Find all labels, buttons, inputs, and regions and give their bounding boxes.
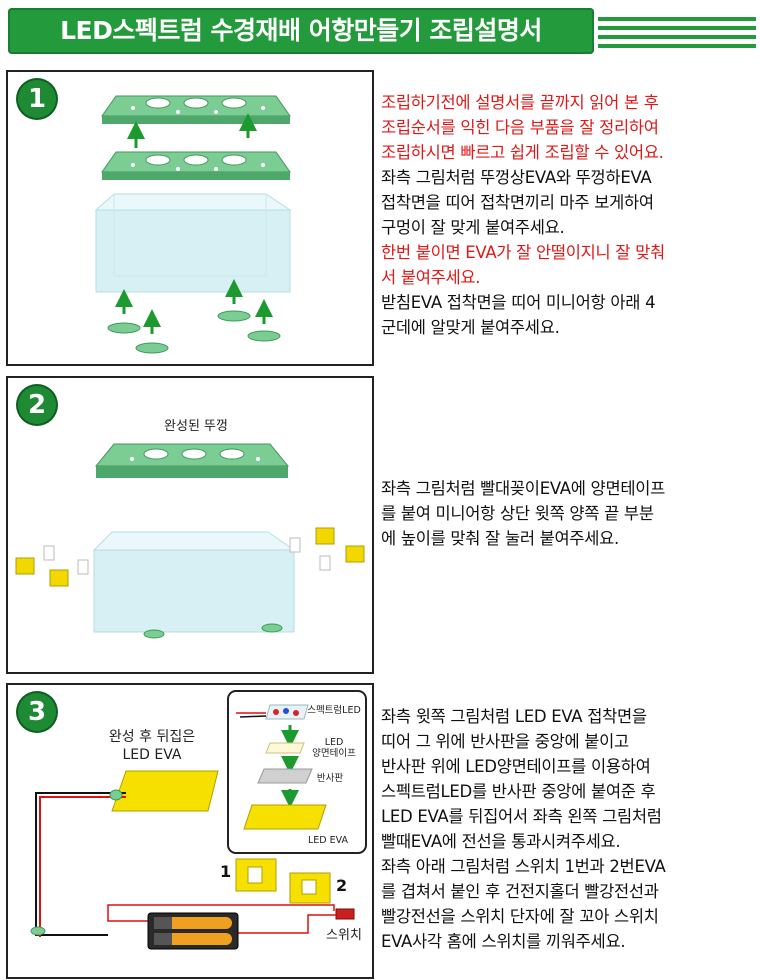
stripe [598,35,756,39]
red-wire [107,904,335,922]
base-eva-feet [107,310,281,354]
instruction-line: 에 높이를 맞춰 잘 눌러 붙여주세요. [381,529,619,548]
step-1-illustration [94,95,292,354]
instruction-line: 를 붙여 미니어항 상단 윗쪽 양쪽 끝 부분 [381,504,654,523]
instruction-line: 조립하기전에 설명서를 끝까지 읽어 본 후 [381,93,659,112]
step-3-number: 3 [18,693,56,731]
switch-eva-part-1 [235,858,277,892]
part-number-1: 1 [220,862,231,881]
decorative-stripes [598,15,756,49]
glass-tank [94,193,292,293]
instruction-line: 한번 붙이면 EVA가 잘 안떨이지니 잘 맞춰 [381,243,665,262]
label-reflector: 반사판 [317,773,343,784]
label-spectrum-led: 스펙트럼LED [307,704,361,716]
switch-label: 스위치 [326,928,362,943]
lid-upper-eva [101,95,291,124]
inset-spectrum-led [236,704,309,720]
part-number-2: 2 [336,876,347,895]
straw-holder-eva-right [289,527,365,571]
instruction-line: 반사판 위에 LED양면테이프를 이용하여 [381,757,651,776]
step-3-instructions: 좌측 윗쪽 그림처럼 LED EVA 접착면을 띠어 그 위에 반사판을 중앙에… [381,704,753,954]
finished-lid [94,443,290,478]
instruction-line: 스펙트럼LED를 반사판 중앙에 붙여준 후 [381,782,656,801]
figure-label-flipped-led-eva: 완성 후 뒤집은 [109,729,195,745]
switch-eva-part-2 [289,872,331,904]
step-2-illustration: 완성된 뚜껑 [15,419,365,639]
stripe [598,26,756,30]
instruction-line: 빨때EVA에 전선을 통과시켜주세요. [381,832,621,851]
step-2-panel: 2 완성된 뚜껑 [6,376,374,674]
step-1-panel: 1 [6,70,374,366]
inset-led-tape [265,742,305,754]
led-wires [30,789,126,937]
figure-label-led-eva: LED EVA [123,747,182,763]
step-2-instructions: 좌측 그림처럼 빨대꽂이EVA에 양면테이프 를 붙여 미니어항 상단 윗쪽 양… [381,476,753,551]
instruction-line: 빨강전선을 스위치 단자에 잘 꼬아 스위치 [381,907,659,926]
instruction-line: 를 겹쳐서 붙인 후 건전지홀더 빨강전선과 [381,882,659,901]
switch-icon [335,908,355,920]
instruction-line: 구멍이 잘 맞게 붙여주세요. [381,218,565,237]
page-title: LED스펙트럼 수경재배 어항만들기 조립설명서 [60,16,542,45]
step-1-instructions: 조립하기전에 설명서를 끝까지 읽어 본 후 조립순서를 익힌 다음 부품을 잘… [381,90,753,340]
instruction-line: 군데에 알맞게 붙여주세요. [381,318,560,337]
instruction-line: EVA사각 홈에 스위치를 끼워주세요. [381,932,626,951]
instruction-line: 접착면을 띠어 접착면끼리 마주 보게하여 [381,193,654,212]
instruction-line: 좌측 아래 그림처럼 스위치 1번과 2번EVA [381,857,666,876]
instruction-line: LED EVA를 뒤집어서 좌측 왼쪽 그림처럼 [381,807,662,826]
instruction-line: 좌측 그림처럼 빨대꽂이EVA에 양면테이프 [381,479,665,498]
instruction-line: 조립순서를 익힌 다음 부품을 잘 정리하여 [381,118,659,137]
instruction-line: 서 붙여주세요. [381,268,481,287]
instruction-line: 받침EVA 접착면을 띠어 미니어항 아래 4 [381,293,656,312]
inset-reflector [257,768,313,784]
led-eva-board [111,770,219,812]
instruction-line: 좌측 윗쪽 그림처럼 LED EVA 접착면을 [381,707,647,726]
step-2-number: 2 [18,386,56,424]
glass-tank [92,531,296,639]
red-wire [238,914,336,934]
straw-holder-eva-left [15,545,89,587]
inset-led-eva [243,804,327,830]
figure-label-finished-lid: 완성된 뚜껑 [164,419,228,434]
battery-holder [147,912,239,950]
step-3-illustration: 완성 후 뒤집은 LED EVA 스펙트럼LED LED 양면테이프 반사판 [30,690,367,950]
step-1-number: 1 [18,80,56,118]
stripe [598,17,756,21]
lid-lower-eva [101,151,291,180]
label-led-eva: LED EVA [308,835,349,846]
label-led-tape-1: LED [325,737,344,748]
instruction-line: 조립하시면 빠르고 쉽게 조립할 수 있어요. [381,143,664,162]
stripe [598,44,756,48]
step-3-panel: 3 완성 후 뒤집은 LED EVA 스펙트럼LED [6,683,374,979]
label-led-tape-2: 양면테이프 [312,748,356,759]
title-banner: LED스펙트럼 수경재배 어항만들기 조립설명서 [8,8,594,54]
instruction-line: 좌측 그림처럼 뚜껑상EVA와 뚜껑하EVA [381,168,652,187]
instruction-line: 띠어 그 위에 반사판을 중앙에 붙이고 [381,732,629,751]
